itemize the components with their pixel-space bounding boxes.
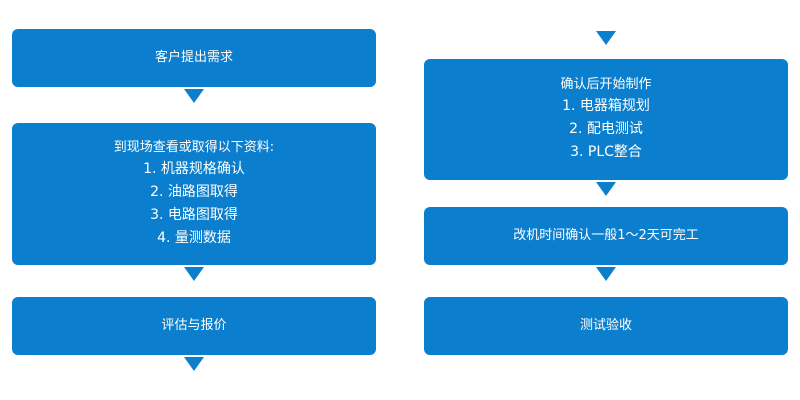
step-modification-time: 改机时间确认一般1～2天可完工 xyxy=(424,207,788,265)
step-title: 确认后开始制作 xyxy=(560,77,652,92)
list-item: 3. 电路图取得 xyxy=(150,207,238,223)
step-title: 改机时间确认一般1～2天可完工 xyxy=(513,228,699,243)
list-item: 1. 电器箱规划 xyxy=(562,98,650,114)
step-customer-request: 客户提出需求 xyxy=(12,29,376,87)
list-item: 2. 配电测试 xyxy=(569,121,643,137)
list-item: 1. 机器规格确认 xyxy=(143,161,245,177)
step-title: 客户提出需求 xyxy=(154,50,233,65)
step-evaluate-quote: 评估与报价 xyxy=(12,297,376,355)
arrow-down-icon xyxy=(596,31,616,45)
arrow-down-icon xyxy=(596,267,616,281)
step-site-survey: 到现场查看或取得以下资料: 1. 机器规格确认 2. 油路图取得 3. 电路图取… xyxy=(12,123,376,265)
list-item: 4. 量测数据 xyxy=(157,230,231,246)
step-test-acceptance: 测试验收 xyxy=(424,297,788,355)
list-item: 3. PLC整合 xyxy=(570,144,642,160)
step-title: 评估与报价 xyxy=(161,318,227,333)
arrow-down-icon xyxy=(184,357,204,371)
arrow-down-icon xyxy=(184,89,204,103)
step-start-production: 确认后开始制作 1. 电器箱规划 2. 配电测试 3. PLC整合 xyxy=(424,59,788,180)
arrow-down-icon xyxy=(184,267,204,281)
list-item: 2. 油路图取得 xyxy=(150,184,238,200)
step-title: 测试验收 xyxy=(579,318,632,333)
arrow-down-icon xyxy=(596,182,616,196)
step-title: 到现场查看或取得以下资料: xyxy=(113,140,275,155)
